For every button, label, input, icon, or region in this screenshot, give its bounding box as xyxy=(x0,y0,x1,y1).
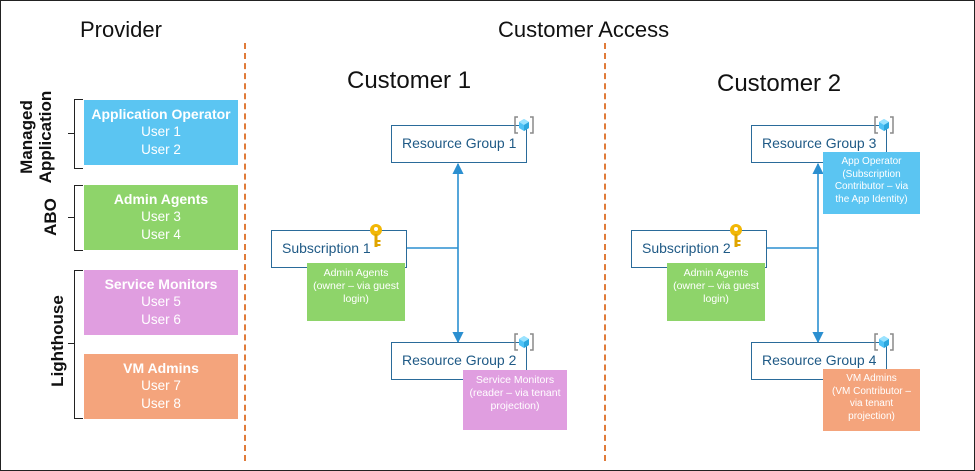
group-bracket-managed-application xyxy=(68,99,83,169)
provider-box-service-monitors: Service Monitors User 5 User 6 xyxy=(84,270,238,335)
divider-provider-customer xyxy=(244,43,246,461)
group-bracket-lighthouse xyxy=(68,270,83,419)
node-subscription-1: Subscription 1 xyxy=(271,230,407,268)
node-resource-group-3: Resource Group 3 xyxy=(751,125,887,163)
provider-box-user: User 6 xyxy=(141,312,181,327)
provider-heading: Provider xyxy=(80,17,162,42)
node-resource-group-1: Resource Group 1 xyxy=(391,125,527,163)
provider-box-title: VM Admins xyxy=(123,360,199,376)
note-c2-vm-admins: VM Admins (VM Contributor – via tenant p… xyxy=(823,369,920,431)
customer2-heading: Customer 2 xyxy=(717,70,842,97)
provider-box-user: User 2 xyxy=(141,142,181,157)
group-bracket-abo xyxy=(68,185,83,251)
provider-box-user: User 8 xyxy=(141,396,181,411)
provider-box-user: User 7 xyxy=(141,378,181,393)
provider-box-admin-agents: Admin Agents User 3 User 4 xyxy=(84,185,238,250)
customer1-heading: Customer 1 xyxy=(347,67,472,94)
resource-group-icon xyxy=(874,333,894,351)
customer-access-heading: Customer Access xyxy=(498,17,670,42)
resource-group-icon xyxy=(514,333,534,351)
provider-box-vm-admins: VM Admins User 7 User 8 xyxy=(84,354,238,419)
key-icon xyxy=(730,224,742,247)
provider-box-title: Admin Agents xyxy=(113,191,209,207)
key-icon xyxy=(370,224,382,247)
provider-box-title: Application Operator xyxy=(91,106,231,122)
provider-box-user: User 1 xyxy=(141,124,181,139)
provider-box-user: User 4 xyxy=(141,227,181,242)
provider-box-user: User 3 xyxy=(141,209,181,224)
provider-box-title: Service Monitors xyxy=(104,276,218,292)
note-c2-admin-agents: Admin Agents (owner – via guest login) xyxy=(667,263,765,321)
note-c1-admin-agents: Admin Agents (owner – via guest login) xyxy=(307,263,405,321)
resource-group-icon xyxy=(514,116,534,134)
resource-group-icon xyxy=(874,116,894,134)
divider-customer1-customer2 xyxy=(604,43,606,461)
provider-box-user: User 5 xyxy=(141,294,181,309)
node-resource-group-4: Resource Group 4 xyxy=(751,342,887,380)
provider-box-application-operator: Application Operator User 1 User 2 xyxy=(84,100,238,165)
note-c2-app-operator: App Operator (Subscription Contributor –… xyxy=(823,152,920,214)
note-c1-service-monitors: Service Monitors (reader – via tenant pr… xyxy=(463,370,567,430)
node-resource-group-2: Resource Group 2 xyxy=(391,342,527,380)
